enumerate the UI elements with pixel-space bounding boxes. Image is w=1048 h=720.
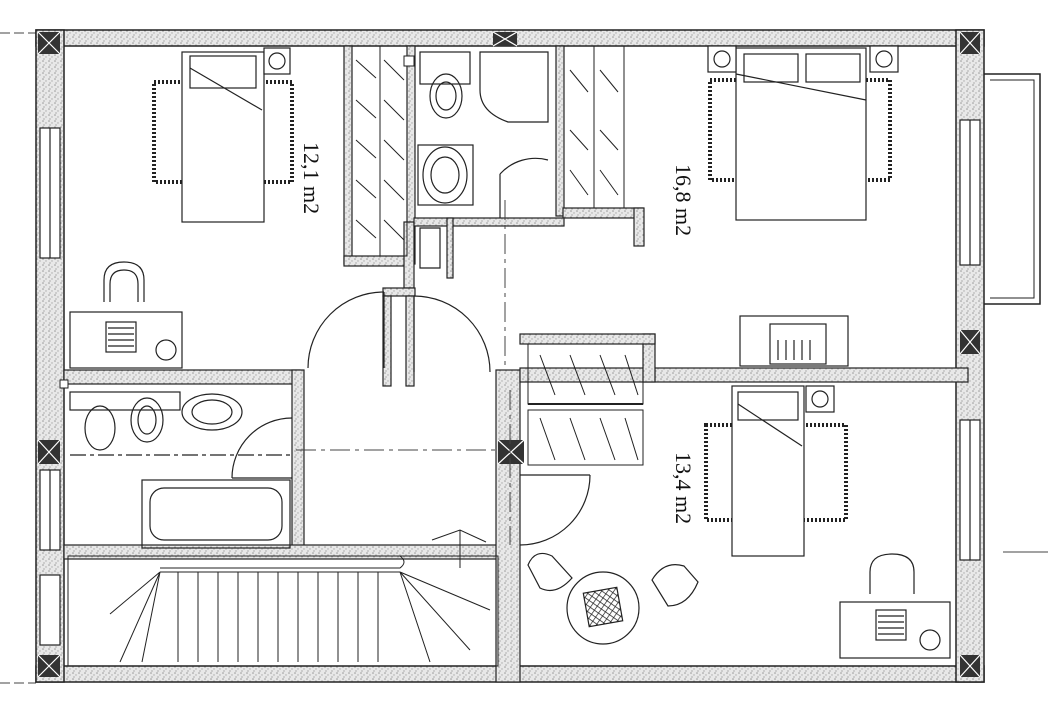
room-area-label: 12,1 m2 [299, 142, 324, 215]
axis-lines [296, 200, 511, 545]
bathroom-left [69, 391, 291, 549]
doors [231, 157, 591, 546]
bed-bedroom-3 [704, 385, 848, 557]
wardrobe-middle-right [563, 45, 625, 209]
room-area-label: 13,4 m2 [671, 452, 696, 525]
dining-table [527, 552, 699, 645]
desk-bedroom-1 [69, 261, 183, 369]
extension-lines [0, 32, 1048, 684]
desk-bedroom-2 [739, 315, 849, 367]
desk-bedroom-3 [839, 553, 951, 659]
wardrobe-center [527, 343, 644, 466]
bed-bedroom-1 [152, 47, 294, 223]
staircase [67, 529, 499, 667]
windows [39, 119, 981, 646]
bathroom-top [417, 51, 549, 269]
bed-bedroom-2 [707, 45, 899, 221]
wardrobe-left [351, 45, 408, 257]
room-area-label: 16,8 m2 [671, 164, 696, 237]
balcony [984, 73, 1041, 305]
